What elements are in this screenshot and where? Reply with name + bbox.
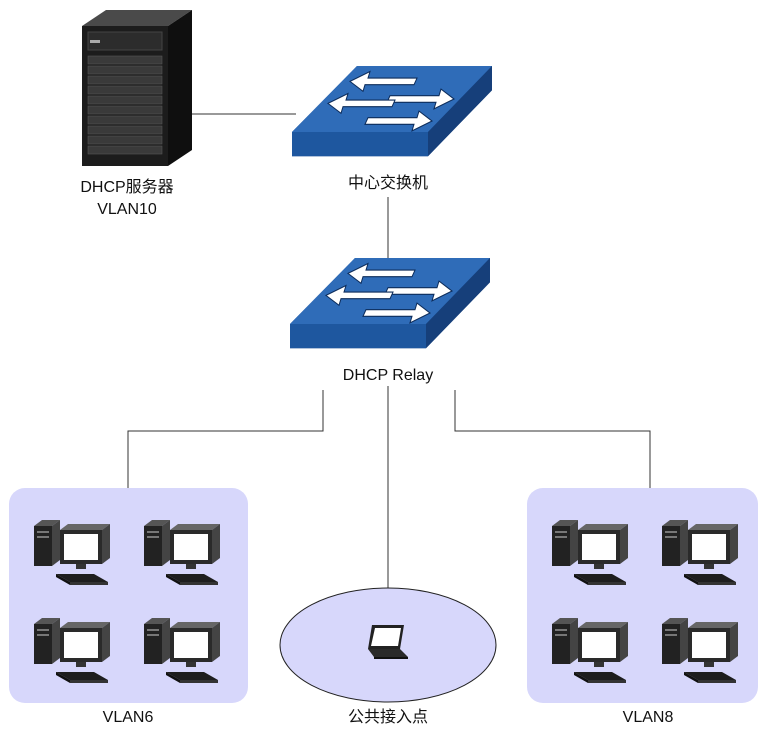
public-ap-label: 公共接入点 bbox=[347, 709, 428, 726]
connection-lines bbox=[127, 113, 651, 595]
link-relay-vlan8 bbox=[454, 390, 651, 488]
public-ap-group bbox=[279, 587, 497, 703]
dhcp-server-vlan-label: VLAN10 bbox=[97, 201, 157, 218]
vlan8-group bbox=[527, 488, 758, 703]
core-switch-icon bbox=[291, 65, 493, 157]
vlan6-label: VLAN6 bbox=[102, 709, 154, 726]
core-switch-label: 中心交换机 bbox=[347, 175, 428, 192]
server-icon bbox=[82, 10, 192, 166]
link-relay-vlan6 bbox=[127, 390, 324, 488]
relay-switch-label: DHCP Relay bbox=[342, 367, 434, 384]
dhcp-server-label: DHCP服务器 bbox=[80, 179, 174, 196]
relay-switch-icon bbox=[289, 257, 491, 349]
vlan6-group bbox=[9, 488, 248, 703]
vlan8-label: VLAN8 bbox=[622, 709, 674, 726]
